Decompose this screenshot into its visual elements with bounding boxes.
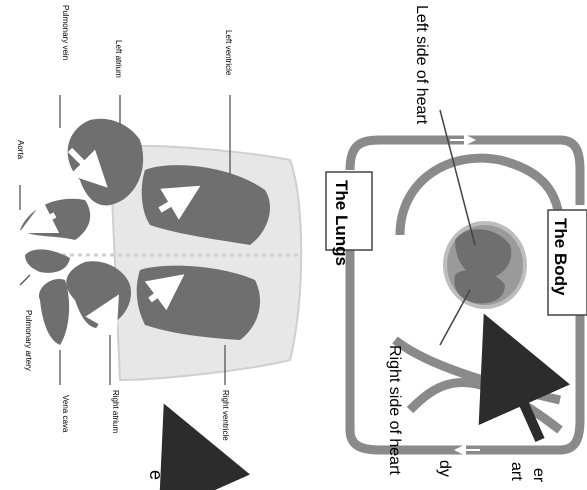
cropped-text-dy: dy: [436, 460, 453, 477]
right-side-leader: [440, 290, 470, 345]
cropped-text-e: e: [146, 470, 166, 480]
pulmonary-artery-shape: [25, 249, 70, 272]
pointer-arrow-left: [180, 440, 200, 485]
vena-cava-shape: [39, 279, 69, 345]
pulmonary-vein-label: Pulmonary vein: [61, 5, 70, 60]
left-ventricle-label: Left ventricle: [224, 30, 233, 76]
aorta-label: Aorta: [16, 140, 25, 160]
heart-cross-section: Pulmonary vein Left atrium Left ventricl…: [16, 5, 301, 441]
aorta-shape: [20, 199, 90, 240]
lungs-label: The Lungs: [332, 180, 351, 266]
right-ventricle-label: Right ventricle: [221, 390, 230, 441]
lungs-loop: [350, 140, 580, 205]
cropped-text-er: er: [530, 468, 547, 483]
lower-loop-2: [395, 340, 560, 400]
left-atrium-label: Left atrium: [114, 40, 123, 78]
right-atrium-label: Right atrium: [111, 390, 120, 433]
circulation-diagram: The Lungs The Body Left side of heart Ri…: [326, 5, 587, 475]
cropped-text-art: art: [508, 462, 525, 481]
body-label: The Body: [551, 218, 570, 296]
vena-cava-label: Vena cava: [61, 395, 70, 433]
left-side-label: Left side of heart: [413, 5, 430, 125]
left-side-leader: [440, 110, 475, 245]
pulmonary-artery-label: Pulmonary artery: [24, 310, 33, 371]
right-side-label: Right side of heart: [386, 345, 403, 475]
